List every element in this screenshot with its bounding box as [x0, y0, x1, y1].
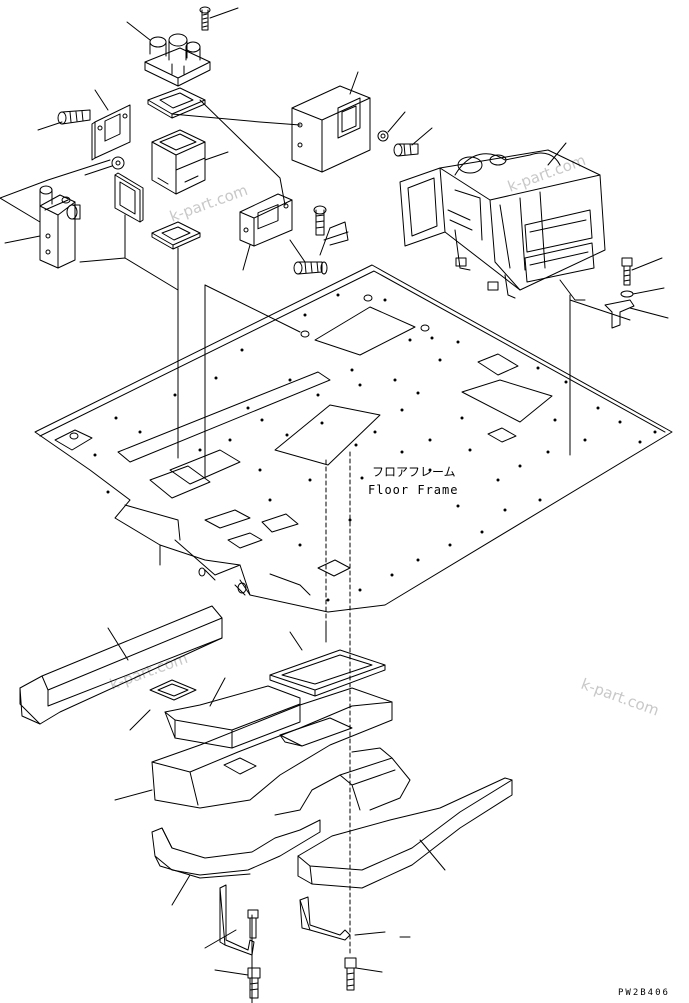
leader-duct-right [419, 839, 446, 871]
bolt-horizontal-mid [293, 261, 328, 275]
leader-bracket-lower-right [354, 931, 386, 936]
gasket-lower [151, 221, 201, 250]
leader-duct-square [204, 151, 229, 161]
leader-bolt-cover [411, 127, 433, 146]
leader-bolt-top [209, 7, 239, 19]
bracket-mid [239, 193, 293, 247]
leader-bolt-left [37, 121, 63, 131]
duct-center [151, 687, 393, 809]
leader-bracket-left [94, 89, 109, 111]
cover-bracket [291, 85, 371, 173]
watermark-1: k-part.com [167, 181, 250, 226]
duct-middle [164, 685, 301, 749]
leader-duct-middle [209, 677, 226, 707]
floor-frame-holes [93, 293, 657, 602]
floor-frame [34, 264, 673, 613]
bolt-left [57, 109, 91, 125]
bolt-cover [393, 143, 419, 157]
assembly-guide-lines [44, 99, 349, 479]
bolt-right [621, 257, 633, 286]
leader-valve [4, 235, 41, 244]
leader-duct-center [114, 789, 153, 801]
leader-bracket-mid [242, 244, 251, 271]
duct-long-left [19, 605, 223, 725]
leader-bolt-right [631, 257, 663, 271]
aircon-unit [399, 149, 606, 301]
leader-washer-left [84, 165, 113, 176]
bolt-bottom-right [344, 957, 357, 991]
leader-gasket-small [129, 709, 151, 731]
gasket-small [149, 679, 197, 701]
floor-frame-label-jp: フロアフレーム [372, 465, 456, 479]
leader-duct-long-left [107, 627, 129, 661]
bracket-right [604, 299, 635, 329]
leader-bracket-right [629, 307, 669, 319]
dashed-guide-lines [325, 451, 351, 956]
washer-cover [377, 130, 389, 142]
leader-washer-right [632, 287, 665, 295]
bracket-left [91, 104, 131, 161]
leader-bolt-bottom-right [355, 967, 383, 973]
gasket-top [147, 87, 206, 119]
duct-lower-left [151, 819, 321, 879]
duct-square [151, 129, 206, 195]
drawing-code: PW2B406 [618, 988, 670, 998]
leader-bolt-mid [323, 231, 349, 241]
leader-duct-box [126, 21, 151, 41]
duct-right [274, 747, 513, 889]
leader-bracket-lower-left [204, 929, 237, 949]
bracket-lower-right [299, 896, 351, 941]
floor-frame-label-en: Floor Frame [368, 483, 458, 497]
washer-left [111, 156, 125, 170]
leader-duct-lower-left [171, 874, 191, 906]
leader-gasket-rect [289, 631, 303, 651]
bracket-lines-valve [0, 159, 111, 223]
watermark-4: k-part.com [579, 675, 662, 720]
floor-frame-studs [69, 294, 430, 440]
leader-aircon [547, 142, 567, 166]
duct-box-top [144, 33, 211, 87]
bolt-mid [313, 205, 327, 236]
washer-right [620, 290, 634, 298]
bolt-top [199, 6, 211, 31]
bracket-lower-left [219, 884, 255, 956]
leader-bolt-bottom-left [214, 969, 249, 976]
gasket-rect [269, 649, 386, 697]
bolt-bottom-left [247, 909, 261, 1003]
leader-bolt-horizontal [319, 227, 331, 256]
valve-unit [39, 185, 81, 269]
leader-cover-bracket [349, 71, 359, 95]
gasket-frame-left [114, 172, 144, 223]
